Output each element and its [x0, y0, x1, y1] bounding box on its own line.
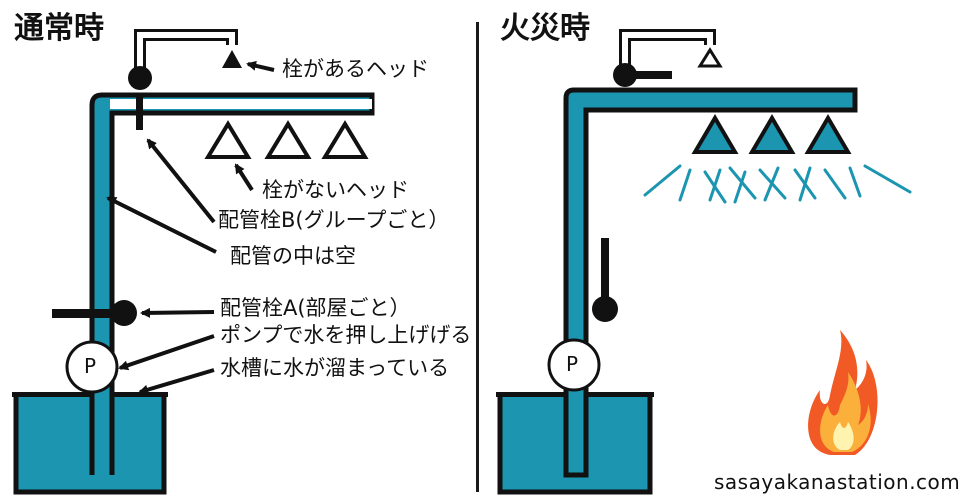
left-title: 通常時 — [14, 11, 104, 46]
left-head-icon — [321, 120, 369, 159]
left-small-supply-pipe — [134, 29, 238, 70]
label-pump-action: ポンプで水を押し上げげる — [220, 323, 472, 347]
right-title: 火災時 — [500, 11, 590, 46]
right-head-icon — [804, 114, 852, 154]
left-panel — [12, 29, 375, 495]
label-pipe-empty: 配管の中は空 — [230, 244, 356, 268]
panel-divider — [476, 22, 479, 492]
label-pipe-valve-a: 配管栓A(部屋ごと） — [220, 296, 411, 320]
label-valved-head: 栓があるヘッド — [282, 57, 429, 81]
arrow-tank — [138, 368, 215, 395]
arrow-valved-head — [246, 60, 275, 72]
left-valve-a-bar — [52, 309, 122, 318]
right-head-icon — [748, 114, 796, 154]
left-valve-knob-top-icon — [128, 66, 152, 90]
left-head-icon — [204, 120, 252, 159]
left-valved-head-icon — [222, 50, 242, 68]
label-tank-water: 水槽に水が溜まっている — [220, 356, 450, 380]
left-pump-label: P — [84, 354, 97, 378]
right-head-icon — [691, 114, 739, 154]
right-pump-label: P — [566, 352, 579, 376]
label-valveless-head: 栓がないヘッド — [262, 178, 409, 202]
right-valved-head-icon — [697, 47, 723, 68]
left-valve-a-knob-icon — [111, 300, 137, 326]
arrow-valve-b — [146, 138, 216, 224]
arrow-pipe-empty — [106, 196, 217, 254]
label-pipe-valve-b: 配管栓B(グループごと） — [218, 208, 450, 232]
right-valve-a-knob-icon — [592, 296, 618, 322]
left-head-icon — [264, 120, 312, 159]
arrow-valveless-head — [234, 163, 254, 192]
flame-icon — [808, 330, 878, 455]
right-valve-knob-top-icon — [613, 63, 637, 87]
right-pump-icon — [547, 338, 601, 392]
right-panel — [496, 29, 912, 495]
right-valve-a-stem — [601, 238, 609, 308]
arrow-valve-a — [140, 307, 215, 318]
site-watermark: sasayakanastation.com — [714, 470, 960, 494]
left-pump-icon — [65, 340, 119, 394]
left-valve-b-stem — [136, 96, 143, 130]
left-tank-wall — [13, 392, 167, 495]
right-main-pipe — [563, 87, 858, 478]
arrow-pump — [118, 334, 215, 371]
water-spray-icon — [643, 164, 912, 204]
